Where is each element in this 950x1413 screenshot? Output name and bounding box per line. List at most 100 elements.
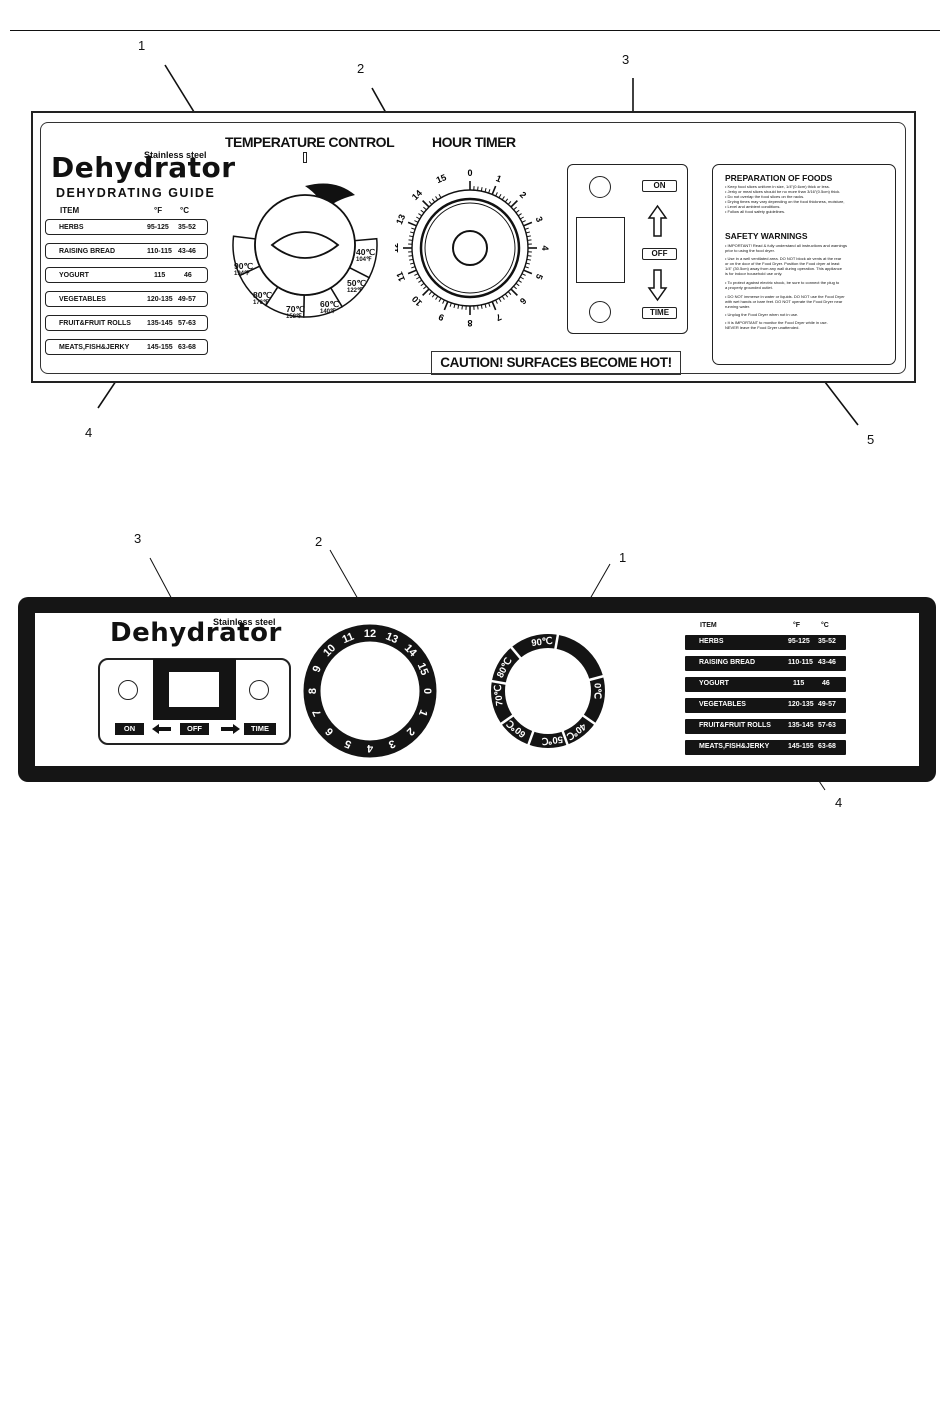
timer-number: 15: [435, 172, 448, 185]
temperature-control-title: TEMPERATURE CONTROL: [225, 134, 395, 150]
caution-label: CAUTION! SURFACES BECOME HOT!: [431, 351, 681, 375]
guide-row: RAISING BREAD 110-115 43-46: [685, 656, 846, 671]
guide-row-item: HERBS: [699, 638, 724, 645]
guide-row-item: RAISING BREAD: [699, 659, 756, 666]
timer-number: 12: [395, 243, 400, 253]
guide-row-item: YOGURT: [59, 271, 89, 279]
guide-row: MEATS,FISH&JERKY 145-155 63-68: [685, 740, 846, 755]
off-button[interactable]: OFF: [642, 248, 677, 260]
guide-row: FRUIT&FRUIT ROLLS 135-145 57-63: [45, 315, 208, 331]
timer-number: 8: [467, 318, 472, 328]
timer-number: 3: [534, 215, 545, 223]
callout-number: 5: [867, 432, 875, 447]
callout-number: 4: [835, 795, 843, 810]
guide-row-f: 95-125: [147, 223, 169, 231]
timer-tick: [523, 269, 533, 275]
control-panel-inner-border: [40, 122, 906, 374]
guide-row-c: 49-57: [818, 701, 836, 708]
guide-row-f: 95-125: [788, 638, 810, 645]
guide-row-f: 145-155: [788, 743, 814, 750]
guide-row: VEGETABLES 120-135 49-57: [685, 698, 846, 713]
off-button[interactable]: OFF: [180, 723, 209, 735]
timer-number: 7: [311, 708, 324, 718]
timer-number: 7: [494, 312, 502, 323]
preparation-title: PREPARATION OF FOODS: [725, 173, 833, 183]
timer-number: 8: [307, 688, 319, 694]
timer-number: 5: [534, 272, 545, 280]
timer-tick: [510, 288, 518, 296]
time-button[interactable]: TIME: [642, 307, 677, 319]
callout-number: 2: [315, 534, 323, 549]
arrow-icons: [152, 724, 240, 734]
preparation-item: • Level and ambient conditions.: [725, 204, 781, 209]
safety-item: • DO NOT immerse in water or liquids. DO…: [725, 294, 845, 299]
timer-shaft: [452, 230, 488, 266]
temperature-knob[interactable]: [254, 194, 356, 296]
guide-row-f: 110-115: [788, 659, 813, 666]
callout-number: 2: [357, 61, 365, 76]
guide-row-item: MEATS,FISH&JERKY: [59, 343, 130, 351]
guide-row: VEGETABLES 120-135 49-57: [45, 291, 208, 307]
arrow-left-icon: [152, 724, 171, 734]
guide-row-c: 35-52: [178, 223, 196, 231]
arrow-icons: [647, 204, 668, 302]
timer-tick: [523, 221, 533, 227]
timer-tick: [422, 288, 430, 296]
safety-item: • It is IMPORTANT to monitor the Food Dr…: [725, 320, 828, 325]
callout-number: 3: [622, 52, 630, 67]
timer-tick: [422, 200, 430, 208]
timer-number: 6: [518, 296, 529, 307]
temperature-dial[interactable]: [225, 175, 385, 335]
on-button[interactable]: ON: [115, 723, 144, 735]
brand-subtitle: Stainless steel: [213, 617, 276, 627]
timer-ring-band: [303, 624, 437, 758]
brand-logo: Dehydrator: [110, 618, 282, 648]
timer-number: 4: [366, 742, 373, 754]
guide-row-c: 43-46: [178, 247, 196, 255]
ring-separator: [554, 633, 560, 650]
guide-row-c: 49-57: [178, 295, 196, 303]
timer-number: 4: [540, 245, 550, 250]
guide-row-c: 35-52: [818, 638, 836, 645]
guide-row-f: 110-115: [147, 247, 172, 255]
safety-item: • To protect against electric shock, be …: [725, 280, 840, 285]
callout-number: 3: [134, 531, 142, 546]
guide-row-f: 120-135: [788, 701, 814, 708]
arrow-right-icon: [221, 724, 240, 734]
safety-item: • Use in a well ventilated area. DO NOT …: [725, 256, 842, 261]
callout-number: 1: [619, 550, 627, 565]
timer-knob-inner-ring: [424, 202, 516, 294]
guide-row: YOGURT 115 46: [45, 267, 208, 283]
safety-item: is for indoor household use only.: [725, 271, 783, 276]
hour-timer-title: HOUR TIMER: [432, 134, 516, 150]
guide-row-c: 57-63: [818, 722, 836, 729]
timer-number: 13: [384, 630, 400, 646]
time-button[interactable]: TIME: [244, 723, 276, 735]
timer-display: [576, 217, 625, 283]
indicator-lamp: [589, 176, 611, 198]
timer-tick: [407, 269, 417, 275]
safety-list: • IMPORTANT! Read & fully understand all…: [725, 243, 891, 330]
dial-gradient-wedge: [305, 183, 355, 210]
guide-row-item: VEGETABLES: [59, 295, 106, 303]
callout-number: 4: [85, 425, 93, 440]
timer-number: 1: [416, 708, 429, 718]
switch-panel: [567, 164, 688, 334]
temperature-label: 90℃: [531, 636, 554, 650]
timer-number: 13: [395, 213, 407, 226]
ring-separator: [581, 714, 597, 726]
guide-row: HERBS 95-125 35-52: [685, 635, 846, 650]
on-button[interactable]: ON: [642, 180, 677, 192]
temperature-label: 0℃: [592, 683, 603, 699]
safety-item: prior to using the food dryer.: [725, 248, 775, 253]
guide-row-f: 135-145: [147, 319, 173, 327]
arrow-up-icon: [647, 204, 668, 237]
guide-title: DEHYDRATING GUIDE: [56, 186, 216, 200]
safety-item: • IMPORTANT! Read & fully understand all…: [725, 243, 847, 248]
